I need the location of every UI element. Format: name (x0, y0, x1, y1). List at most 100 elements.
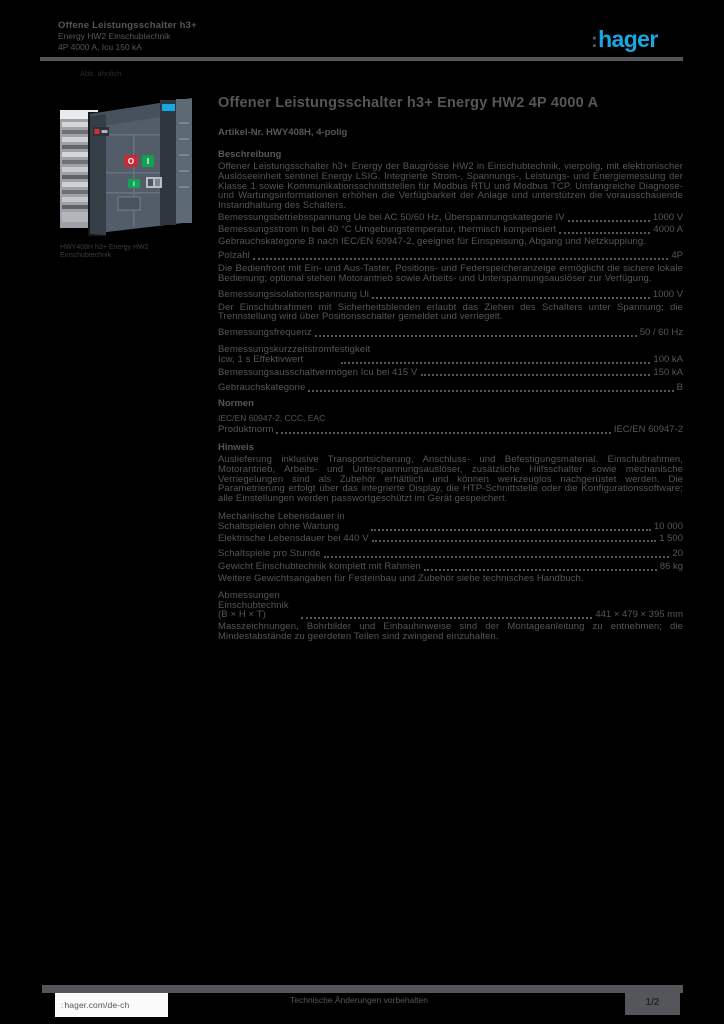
trip-indicator-icon (93, 127, 109, 136)
name-plate-icon (117, 196, 141, 211)
content-column: Offener Leistungsschalter h3+ Energy HW2… (218, 95, 683, 642)
rear-connectors-icon (60, 110, 98, 228)
paragraph: Masszeichnungen, Bohrbilder und Einbauhi… (218, 621, 683, 642)
article-number: Artikel-Nr. HWY408H, 4-polig (218, 127, 348, 138)
spec-row: Polzahl 4P (218, 251, 683, 261)
svg-text:I: I (133, 182, 135, 188)
paragraph: Offener Leistungsschalter h3+ Energy der… (218, 161, 683, 212)
leader-dots (567, 219, 650, 222)
spec-label: Schaltspiele pro Stunde (218, 548, 321, 560)
hager-logo: :hager (591, 26, 658, 54)
leader-dots (559, 231, 651, 234)
paragraph: Gebrauchskategorie B nach IEC/EN 60947-2… (218, 235, 647, 247)
image-caption: HWY408H h3+ Energy HW2 Einschubtechnik (60, 244, 212, 260)
spec-row: Abmessungen Einschubtechnik (B × H × T) 4… (218, 589, 683, 621)
product-figure: O I I HWY408H h3+ Energy HW2 Einschubtec… (60, 94, 212, 260)
paragraph: Der Einschubrahmen mit Sicherheitsblende… (218, 301, 683, 323)
spec-value: 1 500 (659, 532, 683, 544)
ready-indicator-icon: I (128, 179, 140, 188)
spec-label: Bemessungsfrequenz (218, 327, 312, 339)
spec-row: Elektrische Lebensdauer bei 440 V 1 500 (218, 532, 683, 544)
spec-label: Produktnorm (218, 424, 274, 436)
leader-dots (323, 556, 670, 559)
spec-value: 10 000 (653, 520, 683, 532)
spec-label: Bemessungsisolationsspannung Ui (218, 288, 369, 300)
spec-value: 86 kg (659, 561, 683, 573)
spec-value: 441 × 479 × 395 mm (595, 609, 683, 621)
spec-label: Bemessungsbetriebsspannung Ue bei AC 50/… (218, 211, 565, 223)
spec-value: 4000 A (653, 223, 683, 235)
leader-dots (314, 334, 637, 337)
section-heading: Hinweis (218, 441, 254, 453)
spec-row: Produktnorm IEC/EN 60947-2 (218, 425, 683, 435)
leader-dots (371, 540, 657, 543)
svg-text:O: O (128, 157, 134, 166)
website-link[interactable]: hager.com/de-ch (64, 1000, 130, 1010)
spec-value: 1000 V (652, 211, 683, 223)
on-button-icon: I (142, 155, 154, 167)
spec-value: B (676, 382, 683, 394)
header-line-2: Energy HW2 Einschubtechnik (58, 31, 171, 41)
header-line-1: Offene Leistungsschalter h3+ (58, 20, 197, 31)
spec-row: Bemessungsisolationsspannung Ui 1000 V (218, 288, 683, 300)
circuit-breaker-image: O I I (60, 98, 192, 236)
leader-dots (371, 296, 650, 299)
leader-dots (371, 528, 651, 531)
spec-label: Gewicht Einschubtechnik komplett mit Rah… (218, 561, 421, 573)
website-logo-mark: : (61, 1000, 64, 1010)
paragraph: Die Bedienfront mit Ein- und Aus-Taster,… (218, 263, 683, 284)
paragraph: Weitere Gewichtsangaben für Festeinbau u… (218, 572, 584, 584)
spec-value: 150 kA (653, 366, 683, 378)
spec-row: Bemessungsbetriebsspannung Ue bei AC 50/… (218, 213, 683, 223)
spec-row: Schaltspiele pro Stunde 20 (218, 549, 683, 559)
spec-value: 1000 V (652, 288, 683, 300)
image-caption-line-2: Einschubtechnik (60, 252, 111, 259)
spec-label: Gebrauchskategorie (218, 382, 306, 394)
spec-row: Gewicht Einschubtechnik komplett mit Rah… (218, 562, 683, 572)
spec-label: Bemessungskurzzeitstromfestigkeit Icw, 1… (218, 343, 371, 365)
spec-label: Elektrische Lebensdauer bei 440 V (218, 532, 369, 544)
spec-row: Mechanische Lebensdauer in Schaltspielen… (218, 512, 683, 532)
logo-colon-mark: : (591, 30, 598, 52)
spec-label: Abmessungen Einschubtechnik (B × H × T) (218, 589, 289, 621)
spec-value: 20 (672, 548, 683, 560)
footer-note: Technische Änderungen vorbehalten (290, 995, 428, 1005)
leader-dots (341, 361, 651, 364)
svg-text:I: I (147, 157, 149, 166)
spec-value: 100 kA (653, 353, 683, 365)
header-note: Abb. ähnlich (80, 69, 122, 78)
spec-label: Bemessungsausschaltvermögen Icu bei 415 … (218, 366, 418, 378)
spec-label: Polzahl (218, 250, 250, 262)
spec-row: Bemessungsausschaltvermögen Icu bei 415 … (218, 366, 683, 378)
spec-value: IEC/EN 60947-2 (613, 424, 683, 436)
leader-dots (252, 258, 669, 261)
paragraph: Auslieferung inklusive Transportsicherun… (218, 453, 683, 505)
page-title: Offener Leistungsschalter h3+ Energy HW2… (218, 95, 599, 111)
section-heading: Beschreibung (218, 149, 282, 160)
spec-value: 4P (671, 250, 683, 262)
spec-row: Bemessungskurzzeitstromfestigkeit Icw, 1… (218, 345, 683, 365)
breaker-body-icon (90, 98, 192, 235)
header-divider (40, 57, 683, 61)
off-button-icon: O (124, 155, 138, 167)
image-caption-line-1: HWY408H h3+ Energy HW2 (60, 244, 149, 251)
leader-dots (276, 431, 611, 434)
spec-label: Bemessungsstrom In bei 40 °C Umgebungste… (218, 223, 557, 235)
mini-display-icon (146, 177, 162, 188)
page-number-badge: 1/2 (625, 990, 680, 1015)
website-box[interactable]: : hager.com/de-ch (55, 993, 168, 1017)
footer-divider-bar (42, 985, 683, 993)
spec-row: Bemessungsstrom In bei 40 °C Umgebungste… (218, 223, 683, 235)
logo-text: hager (598, 26, 658, 52)
brand-label-icon (162, 104, 175, 111)
leader-dots (423, 568, 657, 571)
header-product-info: Offene Leistungsschalter h3+ Energy HW2 … (58, 20, 197, 52)
section-sublabel: IEC/EN 60947-2, CCC, EAC (218, 413, 326, 424)
leader-dots (301, 617, 593, 620)
leader-dots (308, 390, 674, 393)
header-line-3: 4P 4000 A, Icu 150 kA (58, 41, 142, 52)
section-heading: Normen (218, 398, 254, 410)
